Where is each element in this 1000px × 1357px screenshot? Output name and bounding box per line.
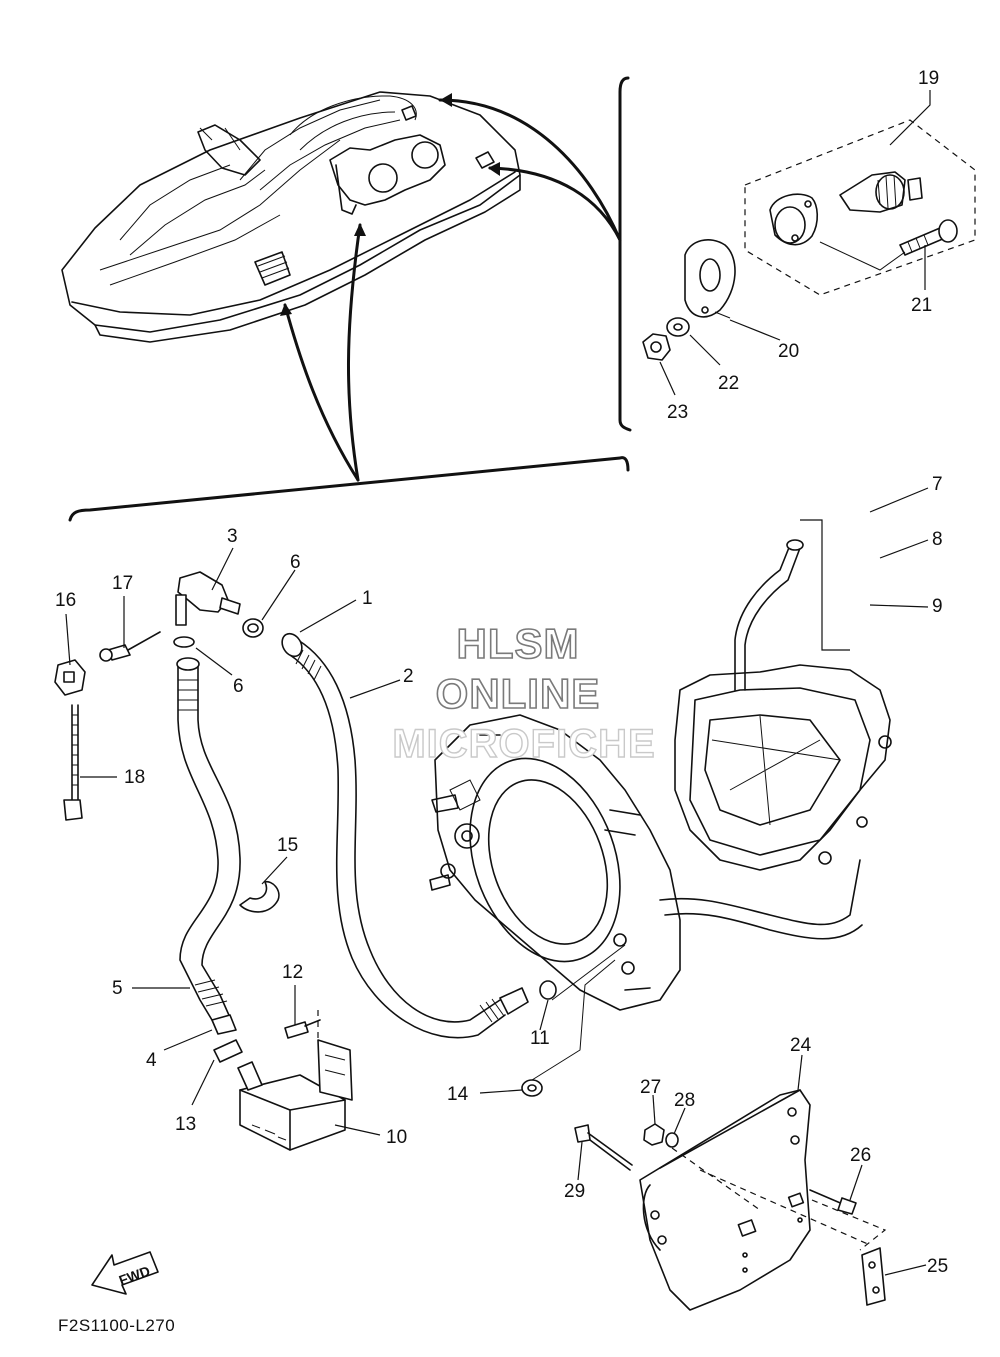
callout-3: 3 bbox=[227, 526, 238, 547]
callout-8: 8 bbox=[932, 529, 943, 550]
callout-6b: 6 bbox=[233, 676, 244, 697]
callout-19: 19 bbox=[918, 68, 939, 89]
diagram-code: F2S1100-L270 bbox=[58, 1316, 175, 1335]
jet-pump-housing bbox=[429, 519, 892, 1011]
hose-parts bbox=[173, 571, 626, 1097]
watermark-line3: MICROFICHE bbox=[392, 722, 655, 766]
callout-25: 25 bbox=[927, 1256, 948, 1277]
cover-plate bbox=[574, 1089, 887, 1311]
leader-lines bbox=[65, 487, 929, 1276]
callout-11: 11 bbox=[530, 1028, 550, 1049]
watercraft-overview bbox=[61, 91, 521, 343]
callout-6a: 6 bbox=[290, 552, 301, 573]
callout-15: 15 bbox=[277, 835, 298, 856]
callout-labels: 1 2 3 4 5 6 6 7 8 9 10 11 12 13 14 15 16… bbox=[55, 68, 948, 1277]
callout-14: 14 bbox=[447, 1084, 469, 1105]
callout-27: 27 bbox=[640, 1077, 661, 1098]
callout-16: 16 bbox=[55, 590, 76, 611]
small-fasteners bbox=[54, 631, 353, 1151]
callout-12: 12 bbox=[282, 962, 303, 983]
drain-plug-assembly bbox=[642, 90, 976, 396]
callout-2: 2 bbox=[403, 666, 414, 687]
watermark-line1: HLSM bbox=[457, 620, 580, 667]
callout-17: 17 bbox=[112, 573, 133, 594]
callout-21: 21 bbox=[911, 295, 932, 316]
callout-23: 23 bbox=[667, 402, 688, 423]
callout-24: 24 bbox=[790, 1035, 812, 1056]
callout-18: 18 bbox=[124, 767, 145, 788]
callout-28: 28 bbox=[674, 1090, 695, 1111]
watermark-line2: ONLINE bbox=[436, 670, 601, 717]
callout-5: 5 bbox=[112, 978, 123, 999]
callout-13: 13 bbox=[175, 1114, 196, 1135]
callout-20: 20 bbox=[778, 341, 799, 362]
callout-26: 26 bbox=[850, 1145, 871, 1166]
callout-29: 29 bbox=[564, 1181, 585, 1202]
callout-7: 7 bbox=[932, 474, 943, 495]
callout-4: 4 bbox=[146, 1050, 157, 1071]
watermark: HLSM ONLINE MICROFICHE bbox=[392, 619, 656, 767]
overview-pointers bbox=[68, 76, 632, 522]
callout-22: 22 bbox=[718, 373, 739, 394]
callout-10: 10 bbox=[386, 1127, 407, 1148]
callout-9: 9 bbox=[932, 596, 943, 617]
fwd-arrow: FWD bbox=[91, 1251, 159, 1295]
callout-1: 1 bbox=[362, 588, 373, 609]
